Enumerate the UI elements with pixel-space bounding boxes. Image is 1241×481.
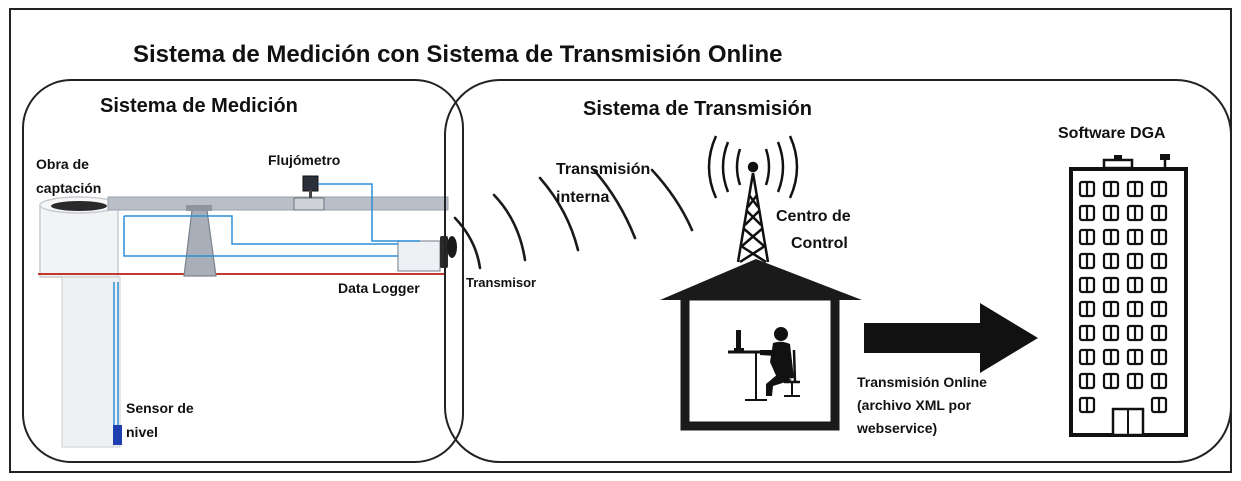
flowmeter-head: [302, 175, 319, 192]
label-intake-2: captación: [36, 180, 101, 196]
person-at-computer-icon: [728, 327, 800, 401]
measurement-illustration: [38, 175, 457, 448]
label-internal-2: interna: [556, 189, 609, 206]
level-sensor: [113, 425, 122, 445]
label-transmitter: Transmisor: [466, 275, 536, 290]
office-building-icon: [1069, 154, 1188, 437]
data-logger-box: [397, 240, 441, 272]
label-sensor-1: Sensor de: [126, 400, 194, 416]
radio-waves-icon: [453, 168, 694, 270]
house-icon: [660, 259, 862, 431]
label-flowmeter: Flujómetro: [268, 152, 340, 168]
label-internal-1: Transmisión: [556, 161, 650, 178]
diagram-title: Sistema de Medición con Sistema de Trans…: [133, 41, 783, 68]
well-opening: [51, 201, 107, 211]
transmission-panel: [444, 79, 1232, 463]
label-sensor-2: nivel: [126, 424, 158, 440]
label-control-1: Centro de: [776, 208, 851, 225]
label-intake-1: Obra de: [36, 156, 89, 172]
outer-frame: [9, 8, 1232, 473]
well-cylinder: [39, 204, 119, 278]
measurement-heading: Sistema de Medición: [100, 95, 298, 117]
flowmeter-body: [293, 197, 325, 211]
label-data-logger: Data Logger: [338, 280, 420, 296]
label-online-2: (archivo XML por: [857, 397, 972, 413]
label-online-3: webservice): [856, 420, 937, 436]
label-online-1: Transmisión Online: [857, 374, 987, 390]
pipe-support-cap: [186, 205, 212, 211]
transmission-heading: Sistema de Transmisión: [583, 98, 812, 120]
label-software: Software DGA: [1058, 125, 1166, 142]
measurement-panel: [22, 79, 464, 463]
label-control-2: Control: [791, 235, 848, 252]
antenna-tower-icon: [707, 135, 799, 264]
signal-wires: [113, 183, 420, 430]
well-shaft: [61, 276, 121, 448]
main-pipe: [107, 196, 449, 211]
arrow-right-icon: [864, 303, 1038, 373]
